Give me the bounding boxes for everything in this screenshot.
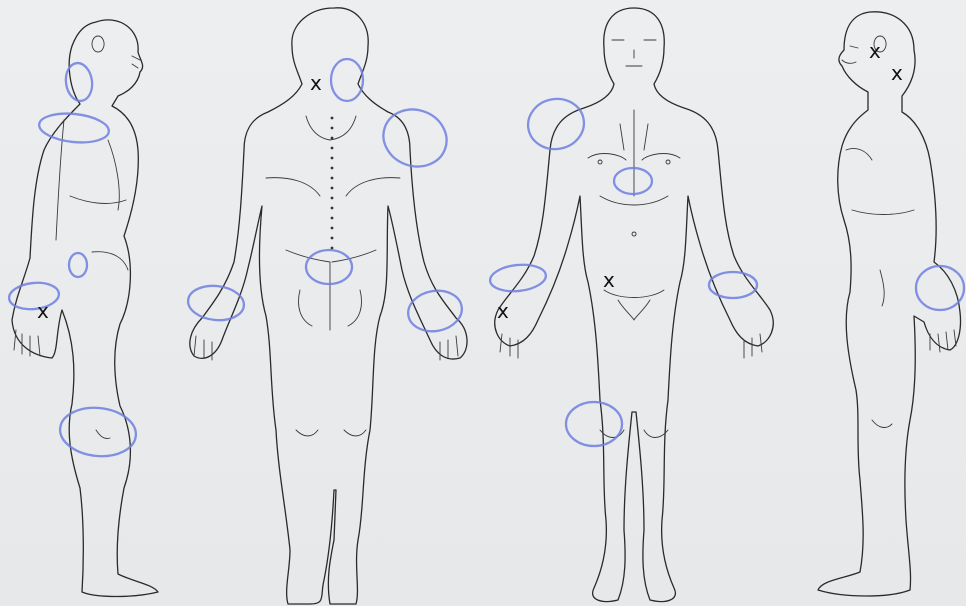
x-mark-jaw-side: x xyxy=(891,61,903,85)
figure-back-view xyxy=(190,8,467,604)
circle-mark-knee-front xyxy=(566,402,622,446)
x-mark-front-hand: x xyxy=(497,299,509,323)
x-mark-left-hand: x xyxy=(37,299,49,323)
circle-mark-wrist-front-right xyxy=(709,272,757,298)
x-mark-groin: x xyxy=(603,268,615,292)
circle-mark-wrist-left xyxy=(8,280,60,311)
circle-mark-shoulder-front xyxy=(524,95,588,154)
circle-mark-sternum xyxy=(614,168,652,194)
circle-mark-neck-back xyxy=(331,59,363,101)
pain-circle-marks xyxy=(8,59,964,460)
circle-mark-neck-left xyxy=(63,61,94,102)
x-mark-back-neck: x xyxy=(310,71,322,95)
x-mark-head-side: x xyxy=(869,39,881,63)
x-marks: x x x x x x xyxy=(37,39,903,323)
circle-mark-lower-back xyxy=(306,250,352,284)
figure-right-side-view xyxy=(818,12,961,596)
circle-mark-wrist-back-right xyxy=(405,287,465,336)
figure-front-view xyxy=(495,8,773,602)
circle-mark-hip-left xyxy=(69,253,87,277)
spine-dots xyxy=(331,117,334,250)
circle-mark-wrist-front-left xyxy=(489,262,547,294)
circle-mark-wrist-right-side xyxy=(916,266,964,310)
